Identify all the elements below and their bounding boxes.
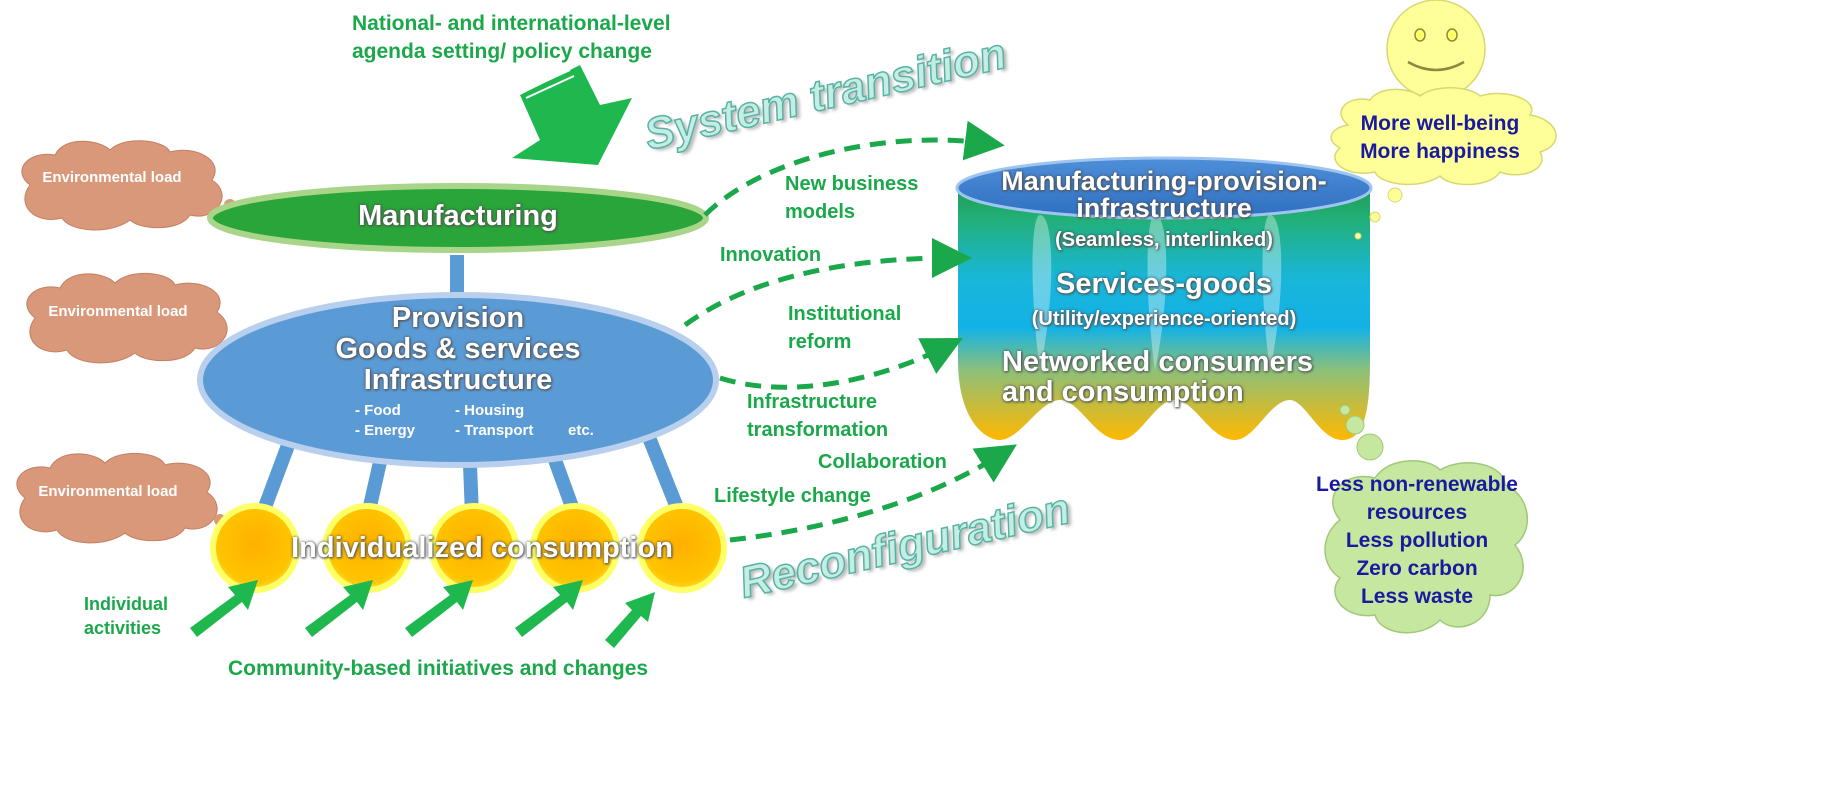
provision-item-etc: etc.	[568, 422, 594, 439]
diagram-canvas: National- and international-level agenda…	[16, 0, 1557, 680]
provision-item-transport: - Transport	[455, 422, 534, 439]
provision-item-food: - Food	[355, 402, 401, 419]
mpi-subtitle: (Seamless, interlinked)	[1055, 229, 1273, 251]
less-text: Less non-renewable resources Less pollut…	[1295, 471, 1539, 611]
future-system-shape	[955, 156, 1373, 440]
agenda-line-1: National- and international-level	[352, 12, 671, 35]
env-load-label-1: Environmental load	[42, 169, 182, 186]
less-line-3: Less pollution	[1345, 529, 1489, 552]
services-goods-subtitle: (Utility/experience-oriented)	[1031, 308, 1297, 330]
less-line-1: Less non-renewable	[1316, 473, 1518, 496]
connector-bar	[450, 255, 464, 300]
provision-title: Provision Goods & services Infrastructur…	[258, 303, 658, 396]
institutional-reform-line-1: Institutional	[788, 303, 902, 325]
agenda-line-2: agenda setting/ policy change	[352, 40, 652, 63]
individual-activities-line-1: Individual	[84, 594, 169, 614]
manufacturing-label: Manufacturing	[358, 200, 558, 232]
env-load-label-3: Environmental load	[38, 483, 178, 500]
infrastructure-transformation-label: Infrastructure transformation	[747, 388, 888, 444]
networked-line-2: and consumption	[1002, 376, 1244, 408]
mpi-title-line-1: Manufacturing-provision-	[1001, 166, 1327, 196]
wellbeing-cloud	[1330, 87, 1557, 240]
provision-line-1: Provision	[391, 302, 525, 334]
collaboration-label: Collaboration	[818, 451, 947, 473]
services-goods-label: Services-goods	[1056, 268, 1272, 300]
mpi-title: Manufacturing-provision- infrastructure	[958, 168, 1370, 222]
institutional-reform-line-2: reform	[788, 331, 852, 353]
wellbeing-line-2: More happiness	[1360, 140, 1520, 163]
less-line-2: resources	[1366, 501, 1468, 524]
individual-activities-label: Individual activities	[84, 592, 168, 640]
new-business-models-label: New business models	[785, 170, 918, 226]
networked-line-1: Networked consumers	[1002, 346, 1314, 378]
infrastructure-transformation-line-1: Infrastructure	[747, 391, 878, 413]
community-arrows	[190, 580, 655, 648]
wellbeing-text: More well-being More happiness	[1335, 110, 1545, 166]
diagram-graphics	[16, 0, 1557, 648]
provision-item-energy: - Energy	[355, 422, 416, 439]
env-load-label-2: Environmental load	[48, 303, 188, 320]
provision-item-housing: - Housing	[455, 402, 525, 419]
new-business-models-line-1: New business	[785, 173, 919, 195]
mpi-title-line-2: infrastructure	[1076, 193, 1252, 223]
policy-arrow	[512, 65, 632, 165]
individualized-consumption-label: Individualized consumption	[291, 532, 673, 564]
wellbeing-line-1: More well-being	[1360, 112, 1520, 135]
agenda-text: National- and international-level agenda…	[352, 10, 671, 66]
provision-line-3: Infrastructure	[363, 364, 553, 396]
community-label: Community-based initiatives and changes	[228, 657, 649, 680]
innovation-label: Innovation	[720, 244, 822, 266]
transition-arrows	[683, 120, 1017, 543]
provision-line-2: Goods & services	[335, 333, 581, 365]
individual-activities-line-2: activities	[84, 618, 162, 638]
institutional-reform-label: Institutional reform	[788, 300, 901, 356]
less-cloud	[1324, 404, 1529, 634]
networked-label: Networked consumers and consumption	[1002, 347, 1313, 407]
infrastructure-transformation-line-2: transformation	[747, 419, 889, 441]
smiley-face	[1386, 0, 1486, 99]
lifestyle-change-label: Lifestyle change	[714, 485, 871, 507]
manufacturing-ellipse	[207, 183, 709, 253]
less-line-5: Less waste	[1360, 585, 1474, 608]
less-line-4: Zero carbon	[1356, 557, 1478, 580]
provision-ellipse	[197, 292, 719, 468]
new-business-models-line-2: models	[785, 201, 856, 223]
